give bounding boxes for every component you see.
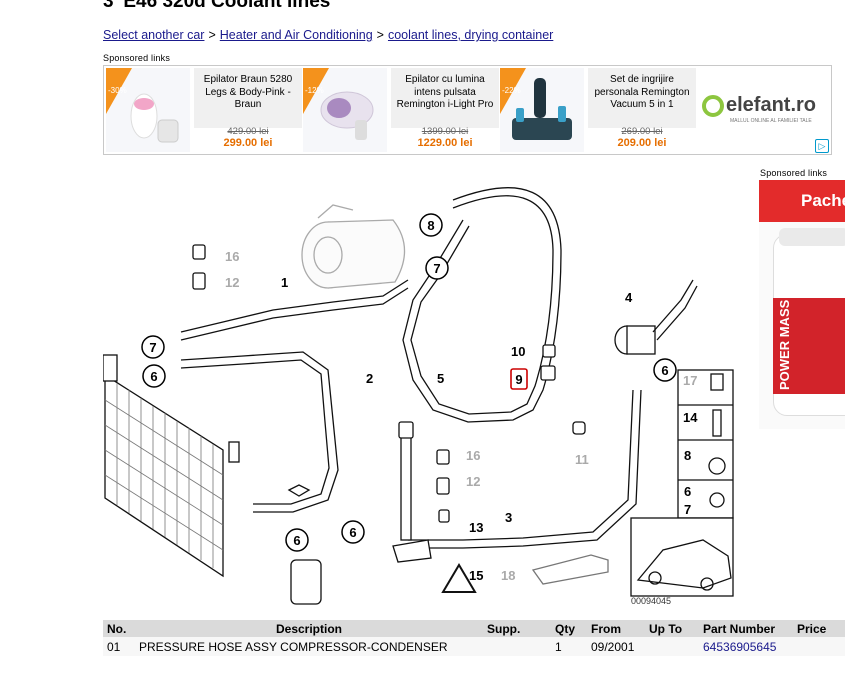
col-part-number: Part Number: [699, 620, 793, 637]
hose-3-outline: [408, 389, 642, 549]
ad-old-price: 269.00 lei: [621, 126, 663, 137]
callout-6[interactable]: 6: [349, 525, 356, 540]
row-no: 01: [103, 637, 135, 656]
breadcrumb: Select another car>Heater and Air Condit…: [103, 28, 553, 42]
ad-title[interactable]: Set de ingrijire personala Remington Vac…: [588, 68, 696, 128]
parts-diagram: 8 7 7 6 6 6 6 1 2 3 4 5 9 10 13 14 15 8 …: [103, 187, 734, 606]
callout-7[interactable]: 7: [149, 340, 156, 355]
callout-7-legend[interactable]: 7: [684, 502, 691, 517]
callout-12[interactable]: 12: [225, 275, 239, 290]
hose-1-outline: [180, 287, 409, 341]
callout-9-highlighted[interactable]: 9: [515, 372, 522, 387]
col-price: Price: [793, 620, 845, 637]
ad-new-price: 299.00 lei: [223, 137, 273, 149]
adchoices-icon[interactable]: ▷: [815, 139, 829, 153]
breadcrumb-separator: >: [208, 28, 216, 42]
callout-16[interactable]: 16: [466, 448, 480, 463]
condenser: [103, 354, 240, 578]
col-from: From: [587, 620, 645, 637]
row-supp: [483, 637, 551, 656]
callout-16[interactable]: 16: [225, 249, 239, 264]
col-supp: Supp.: [483, 620, 551, 637]
discount-badge-text: -12%: [305, 86, 324, 95]
discount-badge: [500, 68, 526, 114]
hose-5: [402, 187, 562, 423]
discount-badge: [106, 68, 132, 114]
callout-6-legend[interactable]: 6: [684, 484, 691, 499]
breadcrumb-select-car-link[interactable]: Select another car: [103, 28, 205, 42]
row-up-to: [645, 637, 699, 656]
ad-new-price: 209.00 lei: [617, 137, 667, 149]
elefant-logo-text: elefant.ro: [726, 94, 817, 116]
discount-badge-text: -22%: [502, 86, 521, 95]
col-qty: Qty: [551, 620, 587, 637]
row-from: 09/2001: [587, 637, 645, 656]
elefant-tagline: MALLUL ONLINE AL FAMILIEI TALE: [730, 118, 812, 124]
side-ad-headline: Pache: [759, 180, 845, 222]
ad-old-price: 1399.00 lei: [421, 126, 469, 137]
parts-table-header: No. Description Supp. Qty From Up To Par…: [103, 620, 845, 637]
compressor: [301, 204, 406, 289]
expansion-valve: [614, 279, 698, 355]
table-row[interactable]: 01 PRESSURE HOSE ASSY COMPRESSOR-CONDENS…: [103, 637, 845, 656]
parts-table: No. Description Supp. Qty From Up To Par…: [103, 620, 845, 656]
col-description: Description: [135, 620, 483, 637]
callout-5[interactable]: 5: [437, 371, 444, 386]
elefant-logo-mark-icon: [702, 94, 724, 117]
row-qty: 1: [551, 637, 587, 656]
breadcrumb-heater-ac-link[interactable]: Heater and Air Conditioning: [219, 28, 373, 42]
ad-title[interactable]: Epilator Braun 5280 Legs & Body-Pink - B…: [194, 68, 302, 128]
fittings: [192, 244, 586, 563]
breadcrumb-coolant-lines-link[interactable]: coolant lines, drying container: [387, 28, 554, 42]
callout-11[interactable]: 11: [575, 452, 589, 467]
callout-7[interactable]: 7: [433, 261, 440, 276]
sponsored-ad-strip: -30% Epilator Braun 5280 Legs & Body-Pin…: [103, 65, 832, 155]
ad-new-price: 1229.00 lei: [417, 137, 473, 149]
page-title: 3' E46 320d Coolant lines: [103, 0, 331, 12]
ad-old-price: 429.00 lei: [227, 126, 269, 137]
col-no: No.: [103, 620, 135, 637]
discount-badge: [303, 68, 329, 114]
callout-18[interactable]: 18: [501, 568, 515, 583]
callout-1[interactable]: 1: [281, 275, 288, 290]
callout-6[interactable]: 6: [150, 369, 157, 384]
callout-12[interactable]: 12: [466, 474, 480, 489]
callout-14[interactable]: 14: [683, 410, 698, 425]
callout-10[interactable]: 10: [511, 344, 525, 359]
callout-4[interactable]: 4: [625, 290, 633, 305]
hose-3: [408, 389, 634, 541]
callout-8[interactable]: 8: [427, 218, 434, 233]
row-description: PRESSURE HOSE ASSY COMPRESSOR-CONDENSER: [135, 637, 483, 656]
hose-1: [180, 279, 409, 333]
row-price: [793, 637, 845, 656]
side-ad-product: POWER MASS: [777, 299, 792, 390]
callout-15[interactable]: 15: [469, 568, 483, 583]
protein-jar-label: [773, 298, 845, 394]
callout-6[interactable]: 6: [293, 533, 300, 548]
callout-8-legend[interactable]: 8: [684, 448, 691, 463]
callout-6[interactable]: 6: [661, 363, 668, 378]
callout-2[interactable]: 2: [366, 371, 373, 386]
callout-3[interactable]: 3: [505, 510, 512, 525]
diagram-image-code: 00094045: [631, 596, 671, 606]
callout-17[interactable]: 17: [683, 373, 697, 388]
callout-13[interactable]: 13: [469, 520, 483, 535]
side-banner-ad[interactable]: Pache POWER MASS: [759, 180, 845, 429]
side-sponsored-label: Sponsored links: [760, 168, 828, 178]
elefant-logo[interactable]: elefant.ro MALLUL ONLINE AL FAMILIEI TAL…: [702, 94, 817, 124]
ad-title[interactable]: Epilator cu lumina intens pulsata Reming…: [391, 68, 499, 128]
hose-5-outline: [410, 195, 554, 415]
hose-2: [180, 351, 339, 513]
drying-container: [290, 559, 322, 605]
sponsored-links-label: Sponsored links: [103, 53, 171, 63]
hose-2-outline: [180, 359, 330, 505]
part-number-link[interactable]: 64536905645: [703, 639, 777, 654]
breadcrumb-separator: >: [376, 28, 384, 42]
discount-badge-text: -30%: [108, 86, 127, 95]
col-up-to: Up To: [645, 620, 699, 637]
protein-jar-lid: [779, 228, 845, 246]
